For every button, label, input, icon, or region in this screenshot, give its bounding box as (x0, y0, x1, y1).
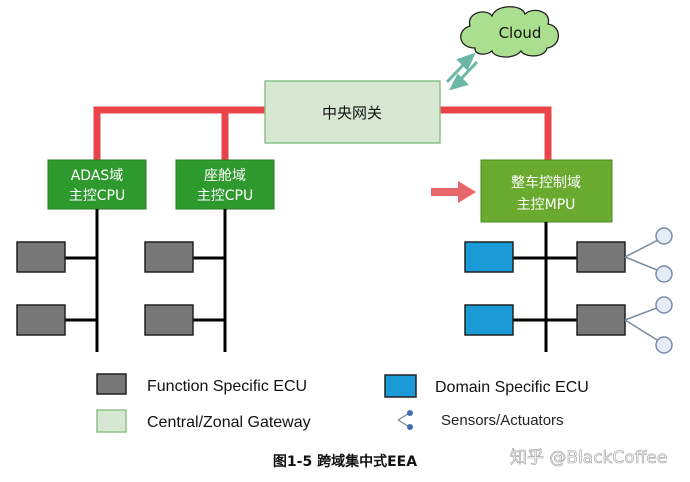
legend-function-ecu-swatch (96, 373, 127, 395)
cloud-label: Cloud (499, 24, 542, 42)
gateway-label: 中央网关 (322, 104, 382, 122)
cockpit-label-line2: 主控CPU (197, 188, 253, 204)
sensors-actuators (624, 227, 673, 354)
legend-gateway-swatch (96, 409, 127, 433)
legend-function-ecu-label: Function Specific ECU (147, 378, 307, 395)
function-ecu (16, 304, 66, 336)
cloud: Cloud (460, 6, 560, 58)
legend-domain-ecu-swatch (384, 374, 417, 398)
sensor-node (655, 336, 673, 354)
adas-bus-branches (65, 256, 97, 322)
cockpit-label-line1: 座舱域 (204, 168, 246, 184)
backbone-network (93, 106, 552, 160)
legend-sensors-label: Sensors/Actuators (441, 412, 564, 429)
local-buses (65, 209, 577, 352)
input-arrow-shaft (431, 188, 461, 196)
vehicle-label-line2: 主控MPU (517, 197, 576, 213)
gateway-box (264, 80, 441, 144)
sensor-node (655, 296, 673, 314)
sensor-node (655, 227, 673, 245)
sensor-links (624, 237, 663, 344)
domain-ecu (464, 241, 514, 273)
central-gateway: 中央网关 (264, 80, 441, 144)
function-ecu (144, 241, 194, 273)
adas-label-line1: ADAS域 (71, 168, 124, 184)
backbone-vehicle-link (440, 106, 552, 160)
domain-ecu (464, 304, 514, 336)
downlink-arrow-head (449, 73, 469, 91)
legend: Function Specific ECU Central/Zonal Gate… (96, 373, 589, 433)
input-arrow-head (458, 181, 476, 203)
function-ecu (576, 304, 626, 336)
domain-ecus (464, 241, 514, 336)
sensor-link-upper (624, 237, 663, 273)
function-ecu (576, 241, 626, 273)
function-ecu (144, 304, 194, 336)
legend-gateway-label: Central/Zonal Gateway (147, 414, 311, 431)
cockpit-domain-controller: 座舱域 主控CPU (175, 159, 275, 210)
adas-label-line2: 主控CPU (69, 188, 125, 204)
sensor-link-lower (624, 305, 663, 344)
vehicle-label-line1: 整车控制域 (511, 174, 581, 191)
figure-caption: 图1-5 跨域集中式EEA (273, 453, 417, 470)
vehicle-bus-branches (513, 256, 577, 322)
backbone-adas-link (93, 106, 265, 160)
watermark: 知乎 @BlackCoffee (510, 448, 667, 468)
cloud-link-arrows (445, 52, 479, 91)
uplink-arrow-head (456, 52, 476, 71)
adas-domain-controller: ADAS域 主控CPU (47, 159, 147, 210)
cockpit-bus-branches (193, 256, 225, 322)
sensor-node (655, 265, 673, 283)
cloud-shape (460, 6, 560, 58)
vehicle-domain-controller: 整车控制域 主控MPU (480, 159, 613, 223)
vehicle-input-arrow (431, 181, 476, 203)
function-ecu (16, 241, 66, 273)
cockpit-box (175, 159, 275, 210)
legend-sensors-icon (397, 410, 413, 430)
function-ecus (16, 241, 626, 336)
vehicle-box (480, 159, 613, 223)
legend-domain-ecu-label: Domain Specific ECU (435, 379, 589, 396)
